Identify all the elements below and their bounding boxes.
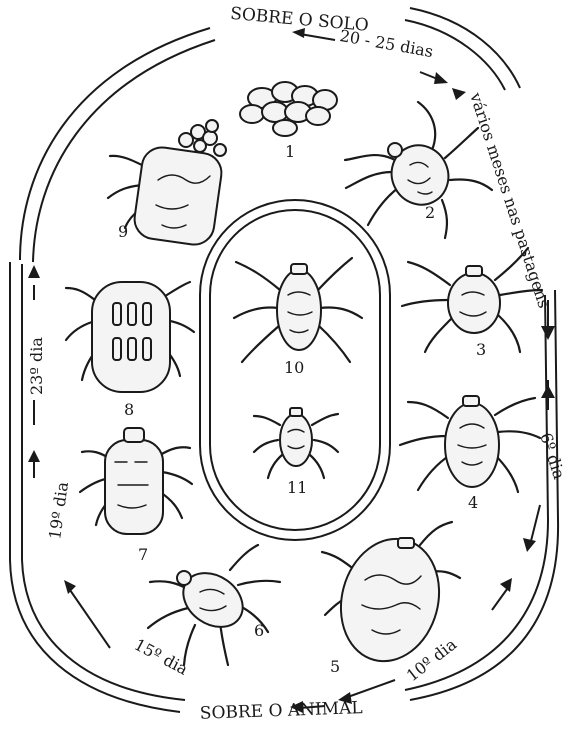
soil-period-label: 20 - 25 dias xyxy=(338,26,434,61)
bottom-label: SOBRE O ANIMAL xyxy=(200,698,363,724)
stage-label: 8 xyxy=(124,400,134,419)
male-tick-icon xyxy=(400,396,540,492)
male-tick-icon xyxy=(234,258,362,362)
stage-label: 6 xyxy=(254,621,264,640)
stage-label: 1 xyxy=(285,142,295,161)
day19-label: 19º dia xyxy=(45,480,72,540)
larva-tick-icon xyxy=(254,408,338,478)
day23-label: 23º dia xyxy=(27,337,46,395)
stage-label: 11 xyxy=(287,478,307,497)
stage-label: 7 xyxy=(138,545,148,564)
stage-label: 3 xyxy=(476,340,486,359)
larva-tick-icon xyxy=(148,545,280,665)
stage-label: 4 xyxy=(468,493,478,512)
stage-label: 5 xyxy=(330,657,340,676)
day6-label: 6º dia xyxy=(536,430,569,482)
larva-tick-icon xyxy=(345,102,492,238)
male-tick-icon xyxy=(66,282,194,392)
stage-label: 2 xyxy=(425,203,435,222)
male-tick-icon xyxy=(80,428,192,534)
stage-label: 9 xyxy=(118,222,128,241)
egg-cluster-icon xyxy=(240,82,337,136)
stage-label: 10 xyxy=(284,358,304,377)
day15-label: 15º dia xyxy=(131,635,191,679)
right-side-arrows xyxy=(492,380,555,610)
